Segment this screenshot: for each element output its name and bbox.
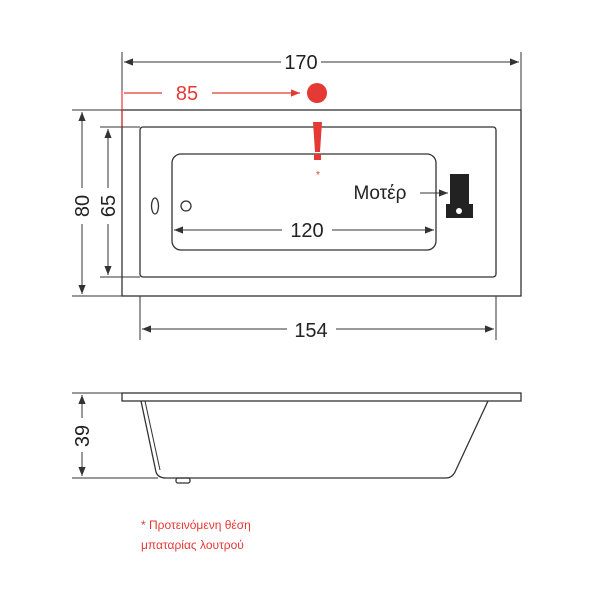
dimension-bottom-length: 154 (294, 320, 327, 342)
faucet-note-line1: * Προτεινόμενη θέση (141, 518, 251, 532)
faucet-base (314, 154, 321, 160)
dimension-65 (100, 126, 140, 278)
side-profile (140, 400, 489, 479)
side-view (121, 392, 522, 484)
dimension-39 (72, 392, 158, 479)
dimension-inner-width: 65 (98, 195, 120, 217)
outer-rim (121, 109, 522, 297)
faucet-position-marker (307, 83, 327, 103)
dimension-80 (72, 109, 122, 297)
faucet-note-line2: μπαταρίας λουτρού (141, 538, 244, 552)
drain-outlet (175, 477, 191, 484)
dimension-total-length: 170 (284, 52, 317, 74)
dimension-total-width: 80 (72, 195, 94, 217)
inner-bottom (171, 153, 437, 251)
motor-icon (446, 174, 473, 218)
overflow-hole (150, 197, 160, 215)
faucet-arrow-icon (313, 122, 322, 152)
side-rim (121, 392, 522, 402)
dimension-height: 39 (72, 425, 94, 447)
asterisk-mark: * (316, 170, 320, 181)
dimension-faucet-offset: 85 (176, 83, 198, 105)
dimension-inner-length: 120 (290, 220, 323, 242)
side-inner-line (144, 400, 161, 471)
dimension-170 (121, 52, 522, 110)
dimension-154 (139, 296, 497, 340)
drain-hole (180, 200, 192, 212)
dimension-85 (121, 89, 300, 128)
motor-label: Μοτέρ (354, 183, 407, 204)
